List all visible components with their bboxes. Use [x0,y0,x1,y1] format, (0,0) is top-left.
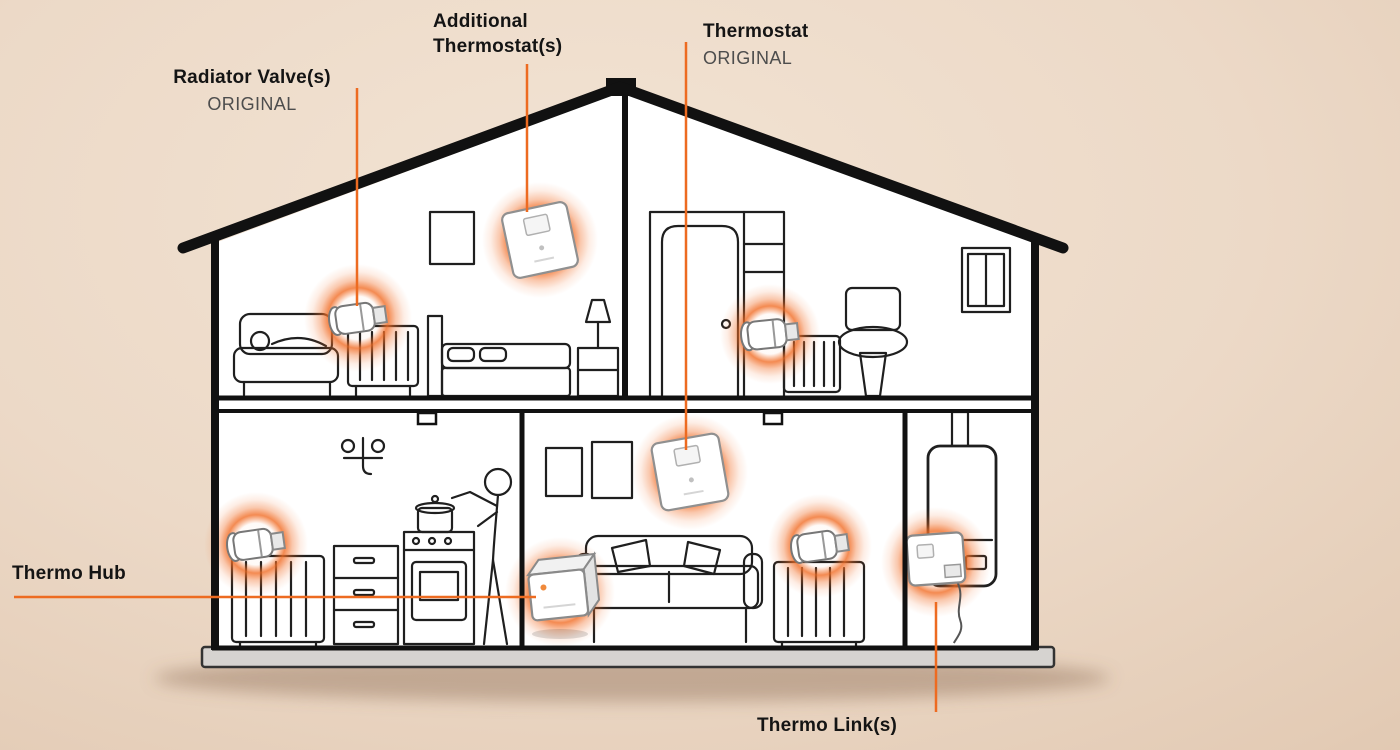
radiator-valve-kitchen-device [226,527,286,562]
radiator-valve-living-device [790,529,850,564]
label-radiator-valves-subtitle: ORIGINAL [207,93,297,114]
label-radiator-valves-title: Radiator Valve(s) [173,67,331,88]
additional-thermostat-device [501,201,579,279]
bedroom-picture [428,210,476,266]
thermo-hub-device [526,551,601,639]
kitchen-drawers [332,544,400,646]
bathroom-window [960,246,1012,314]
label-thermo-hub: Thermo Hub [12,562,192,587]
living-picture-left [544,446,584,498]
label-additional-thermostats-title: Additional Thermostat(s) [433,11,563,57]
thermostat-device [650,432,730,512]
label-thermo-links: Thermo Link(s) [757,714,957,739]
kitchen [230,436,513,649]
leader-lines [14,42,938,712]
thermo-link-device [905,531,967,644]
kitchen-radiator [230,554,326,649]
label-thermostat-subtitle: ORIGINAL [703,47,793,68]
toilet [837,286,909,398]
label-thermostat-title: Thermostat [703,21,809,42]
house-structure [177,78,1069,651]
stove [402,494,476,646]
label-additional-thermostats: Additional Thermostat(s) [433,10,593,59]
kitchen-faucet [340,436,386,476]
radiator-valve-bedroom-device [328,301,388,336]
label-radiator-valves: Radiator Valve(s) ORIGINAL [152,66,352,115]
label-thermo-hub-title: Thermo Hub [12,563,126,584]
radiator-valve-bathroom-device [740,318,800,352]
label-thermostat: Thermostat ORIGINAL [703,20,893,69]
person [450,467,513,646]
label-thermo-links-title: Thermo Link(s) [757,715,898,736]
living-picture-right [590,440,634,500]
roof [177,81,1069,254]
